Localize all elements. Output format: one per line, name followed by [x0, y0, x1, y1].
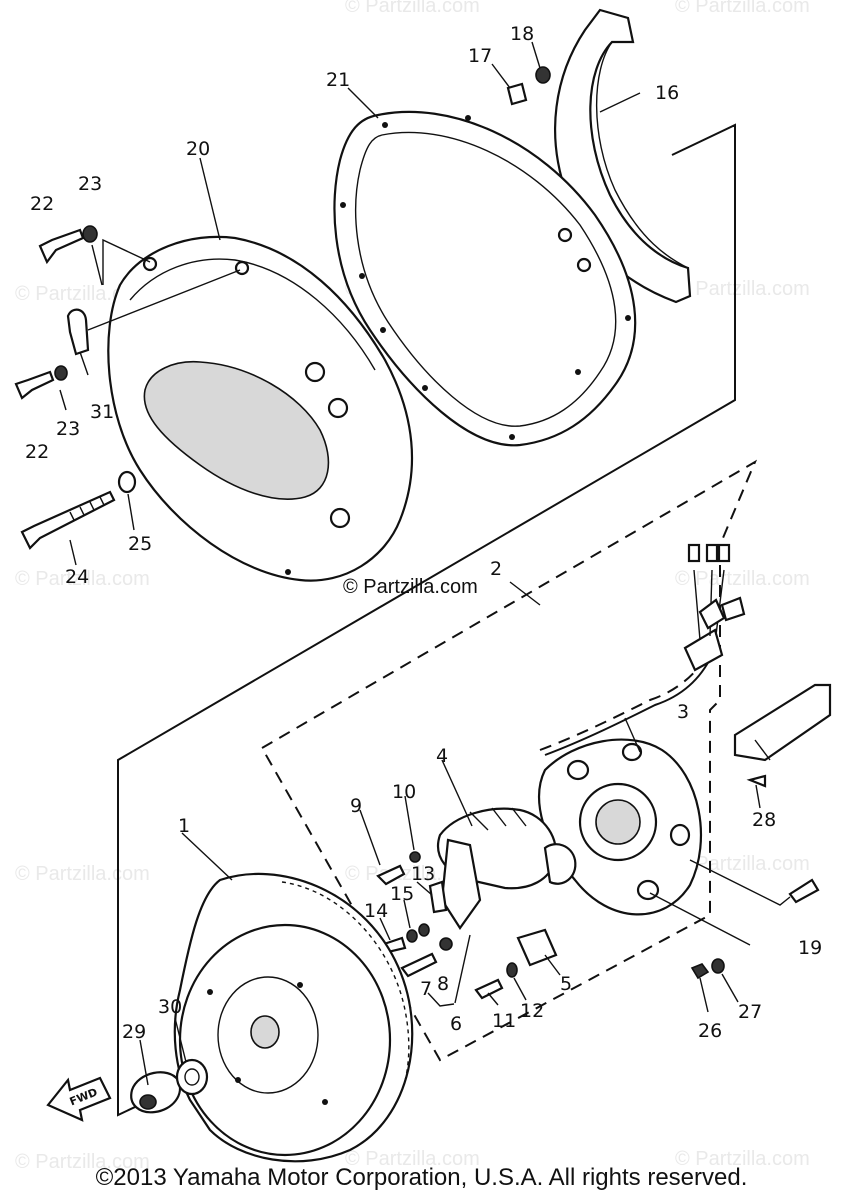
callout-8: 8 — [437, 973, 449, 995]
center-watermark: © Partzilla.com — [343, 576, 478, 598]
washer-10 — [409, 851, 421, 863]
bolt-19 — [788, 878, 820, 904]
washer-23-lower — [54, 365, 68, 381]
key-28 — [746, 774, 767, 788]
screw-11 — [474, 978, 504, 1000]
callout-labels: 1 2 3 4 5 6 7 8 9 10 11 12 13 14 15 16 1… — [25, 23, 822, 1043]
washer-23-upper — [82, 225, 98, 243]
callout-10: 10 — [392, 781, 416, 803]
bolt-22-upper — [38, 228, 85, 265]
washer-30 — [175, 1058, 209, 1096]
watermark: © Partzilla.com — [345, 1148, 480, 1170]
callout-9: 9 — [350, 795, 362, 817]
copyright-notice: ©2013 Yamaha Motor Corporation, U.S.A. A… — [95, 1164, 748, 1191]
washer-27 — [711, 958, 725, 974]
clip-31 — [66, 308, 90, 356]
bracket-13 — [428, 880, 448, 914]
flywheel-1 — [173, 872, 414, 1163]
callout-21: 21 — [326, 69, 350, 91]
callout-15: 15 — [390, 883, 414, 905]
gasket-21 — [333, 110, 637, 447]
watermark: © Partzilla.com — [675, 278, 810, 300]
watermark: © Partzilla.com — [345, 0, 480, 17]
screw-7 — [400, 952, 438, 978]
callout-24: 24 — [65, 566, 89, 588]
leader-lines-stator — [359, 717, 791, 1013]
callout-1: 1 — [178, 815, 190, 837]
flywheel-cover-20 — [107, 235, 414, 582]
callout-4: 4 — [436, 745, 448, 767]
leader-lines-top — [59, 41, 736, 1117]
callout-13: 13 — [411, 863, 435, 885]
callout-2: 2 — [490, 558, 502, 580]
callout-18: 18 — [510, 23, 534, 45]
callout-17: 17 — [468, 45, 492, 67]
washer-8 — [439, 937, 453, 951]
callout-23-upper: 23 — [78, 173, 102, 195]
washer-18 — [535, 66, 551, 84]
callout-25: 25 — [128, 533, 152, 555]
stator-plate-3 — [538, 738, 702, 916]
bolt-17 — [506, 82, 528, 106]
coil-4 — [437, 807, 577, 930]
washer-15 — [406, 923, 430, 943]
nut-26 — [690, 963, 710, 980]
washer-25 — [117, 470, 137, 494]
callout-23-lower: 23 — [56, 418, 80, 440]
watermark: © Partzilla.com — [15, 1151, 150, 1173]
callout-29: 29 — [122, 1021, 146, 1043]
callout-7: 7 — [420, 978, 432, 1000]
nut-29 — [130, 1071, 181, 1114]
wiring-harness — [539, 543, 746, 756]
callout-22-lower: 22 — [25, 441, 49, 463]
watermark: © Partzilla.com — [675, 0, 810, 17]
callout-3: 3 — [677, 701, 689, 723]
callout-5: 5 — [560, 973, 572, 995]
crankshaft-end — [733, 683, 832, 762]
callout-27: 27 — [738, 1001, 762, 1023]
callout-16: 16 — [655, 82, 679, 104]
watermark: © Partzilla.com — [675, 568, 810, 590]
watermark: © Partzilla.com — [15, 568, 150, 590]
callout-31: 31 — [90, 401, 114, 423]
stator-assembly-box-2 — [261, 459, 758, 1062]
watermark: © Partzilla.com — [675, 1148, 810, 1170]
fwd-arrow-icon: FWD — [46, 1076, 112, 1122]
callout-20: 20 — [186, 138, 210, 160]
bolt-22-lower — [14, 370, 55, 400]
callout-14: 14 — [364, 900, 388, 922]
callout-11: 11 — [492, 1010, 516, 1032]
callout-30: 30 — [158, 996, 182, 1018]
callout-28: 28 — [752, 809, 776, 831]
washer-12 — [506, 962, 518, 978]
callout-26: 26 — [698, 1020, 722, 1042]
callout-6: 6 — [450, 1013, 462, 1035]
leader-lines-flywheel — [139, 832, 233, 1086]
callout-12: 12 — [520, 1000, 544, 1022]
callout-19: 19 — [798, 937, 822, 959]
bolt-24 — [20, 490, 116, 550]
pulser-5 — [516, 928, 558, 967]
screw-9 — [376, 864, 406, 886]
watermark: © Partzilla.com — [15, 863, 150, 885]
callout-22-upper: 22 — [30, 193, 54, 215]
